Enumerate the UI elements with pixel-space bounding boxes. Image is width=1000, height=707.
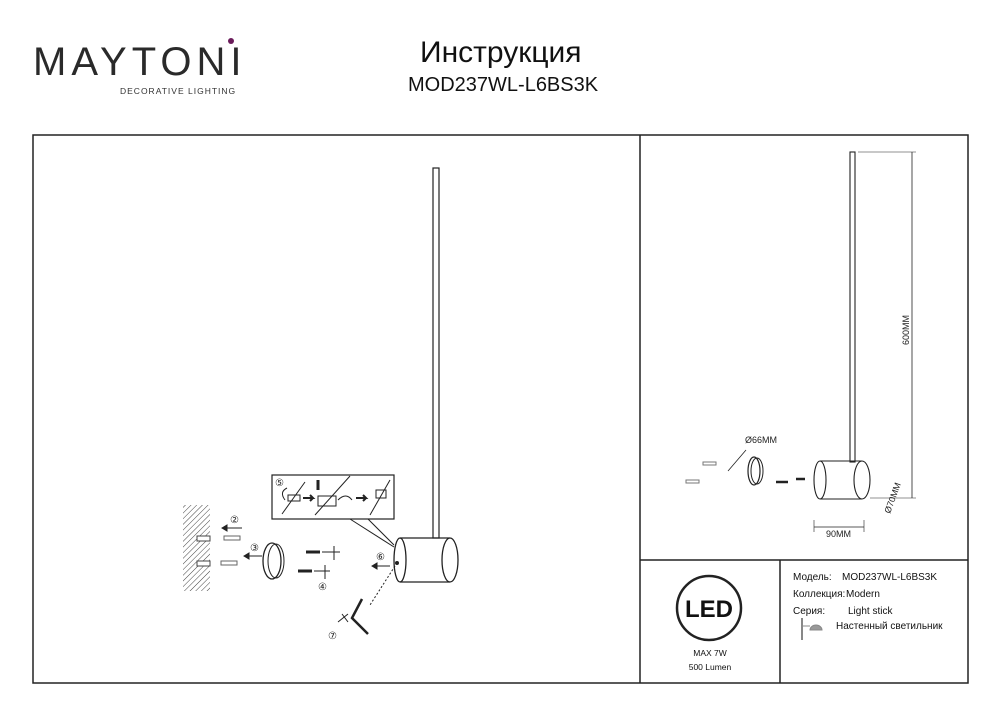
light-stick	[849, 151, 856, 463]
model-label: Модель:	[793, 572, 832, 583]
collection-value: Modern	[846, 589, 880, 600]
rotate-icon	[281, 487, 288, 501]
model-value: MOD237WL-L6BS3K	[842, 572, 938, 583]
dowel-icon	[685, 479, 700, 484]
dowel-icon	[223, 535, 241, 541]
hex-key-icon	[350, 598, 369, 635]
lamp-type: Настенный светильник	[836, 621, 943, 632]
base-diameter-dimension: Ø66MM	[745, 435, 777, 445]
step-6-label: ⑥	[376, 552, 385, 563]
body-length-dimension: 90MM	[826, 529, 851, 539]
mounting-plate	[747, 456, 761, 486]
led-logo: LED	[685, 596, 733, 623]
outer-frame	[32, 134, 969, 684]
dowel-icon	[702, 461, 717, 466]
lumen-rating: 500 Lumen	[688, 662, 732, 672]
brand-tagline: DECORATIVE LIGHTING	[120, 86, 237, 96]
step-4-label: ④	[318, 582, 327, 593]
mounting-plate	[262, 542, 282, 580]
step-3-label: ③	[250, 543, 259, 554]
step-5-label: ⑤	[275, 478, 284, 489]
dimension-drawing	[685, 151, 916, 532]
brand-logo: MAYTONI	[33, 40, 247, 84]
power-rating: MAX 7W	[693, 648, 727, 658]
series-label: Серия:	[793, 606, 826, 617]
light-stick	[432, 167, 440, 539]
height-dimension: 600MM	[901, 315, 911, 345]
model-number: MOD237WL-L6BS3K	[408, 74, 599, 96]
dowel-icon	[220, 560, 238, 566]
assembly-drawing	[183, 167, 459, 635]
lamp-body	[393, 537, 407, 583]
step-2-label: ②	[230, 515, 239, 526]
wall-lamp-icon	[801, 618, 823, 640]
logo-dot-icon	[228, 38, 234, 44]
wall-section	[183, 505, 210, 591]
series-value: Light stick	[848, 606, 893, 617]
page-title: Инструкция	[420, 36, 582, 69]
step-7-label: ⑦	[328, 631, 337, 642]
wiring-inset	[271, 474, 395, 520]
lamp-body	[813, 460, 827, 500]
collection-label: Коллекция:	[793, 589, 846, 600]
led-badge-icon	[675, 574, 743, 642]
